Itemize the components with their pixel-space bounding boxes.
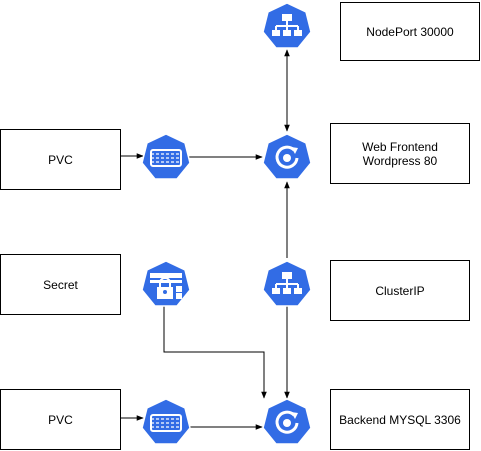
k8s-pod-icon[interactable] [262,398,312,446]
pvc-bottom-label: PVC [48,412,73,427]
k8s-volume-icon[interactable] [141,398,191,446]
backend-box[interactable]: Backend MYSQL 3306 [330,389,470,450]
nodeport-label: NodePort 30000 [366,24,454,39]
k8s-volume-icon[interactable] [141,133,191,181]
clusterip-label: ClusterIP [375,283,425,298]
clusterip-box[interactable]: ClusterIP [330,260,470,321]
web-frontend-label: Web Frontend Wordpress 80 [362,139,438,168]
pvc-top-box[interactable]: PVC [0,129,121,190]
k8s-service-icon[interactable] [262,2,312,50]
pvc-bottom-box[interactable]: PVC [0,389,121,450]
k8s-secret-icon[interactable] [141,260,191,308]
web-frontend-box[interactable]: Web Frontend Wordpress 80 [330,123,470,184]
nodeport-box[interactable]: NodePort 30000 [340,2,480,61]
k8s-pod-icon[interactable] [262,133,312,181]
backend-label: Backend MYSQL 3306 [339,412,461,427]
secret-box[interactable]: Secret [0,254,121,315]
connector-secret-backend [163,306,267,399]
secret-label: Secret [43,277,78,292]
k8s-service-icon[interactable] [262,260,312,308]
pvc-top-label: PVC [48,152,73,167]
